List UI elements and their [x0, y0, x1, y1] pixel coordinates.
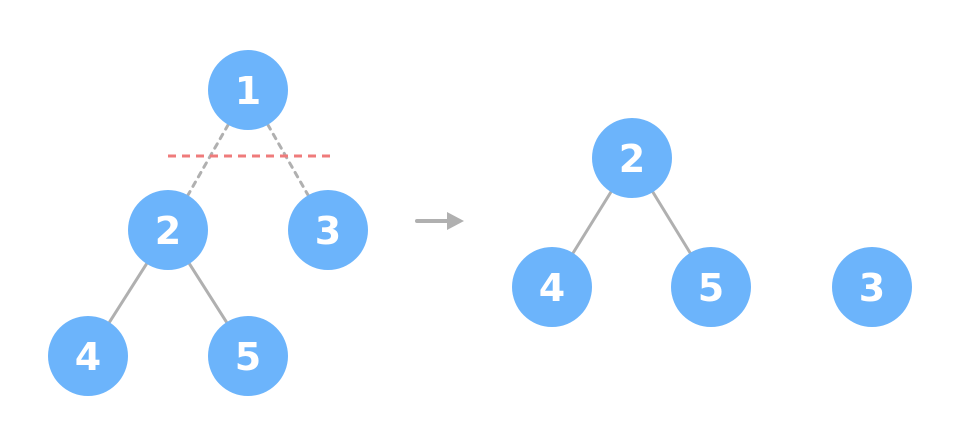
- after-forest-node-5: 5: [671, 247, 751, 327]
- after-forest-edge-a2-a5: [651, 190, 692, 255]
- node-circle: [48, 316, 128, 396]
- node-circle: [128, 190, 208, 270]
- before-tree-edge-b1-b3: [266, 123, 310, 197]
- node-circle: [671, 247, 751, 327]
- node-label: 5: [698, 266, 724, 310]
- after-forest-node-2: 2: [592, 118, 672, 198]
- after-forest-node-4: 4: [512, 247, 592, 327]
- node-label: 5: [235, 335, 261, 379]
- before-tree-edge-b2-b5: [187, 262, 229, 324]
- edges-layer: [107, 123, 692, 324]
- before-tree-edge-b2-b4: [107, 262, 149, 324]
- after-forest-node-3: 3: [832, 247, 912, 327]
- before-tree-node-1: 1: [208, 50, 288, 130]
- node-circle: [208, 316, 288, 396]
- nodes-layer: 1 2 3 4 5 2 4 5 3: [48, 50, 912, 396]
- before-tree-edge-b1-b2: [186, 123, 230, 197]
- transform-arrow-icon: [415, 212, 464, 230]
- node-label: 2: [155, 209, 181, 253]
- before-tree-node-4: 4: [48, 316, 128, 396]
- node-label: 3: [859, 266, 885, 310]
- node-circle: [208, 50, 288, 130]
- node-label: 3: [315, 209, 341, 253]
- node-circle: [512, 247, 592, 327]
- node-circle: [288, 190, 368, 270]
- before-tree-node-3: 3: [288, 190, 368, 270]
- node-label: 2: [619, 137, 645, 181]
- node-label: 4: [539, 266, 565, 310]
- after-forest-edge-a2-a4: [571, 190, 613, 255]
- node-circle: [592, 118, 672, 198]
- node-label: 1: [235, 69, 261, 113]
- before-tree-node-2: 2: [128, 190, 208, 270]
- before-tree-node-5: 5: [208, 316, 288, 396]
- node-circle: [832, 247, 912, 327]
- node-label: 4: [75, 335, 101, 379]
